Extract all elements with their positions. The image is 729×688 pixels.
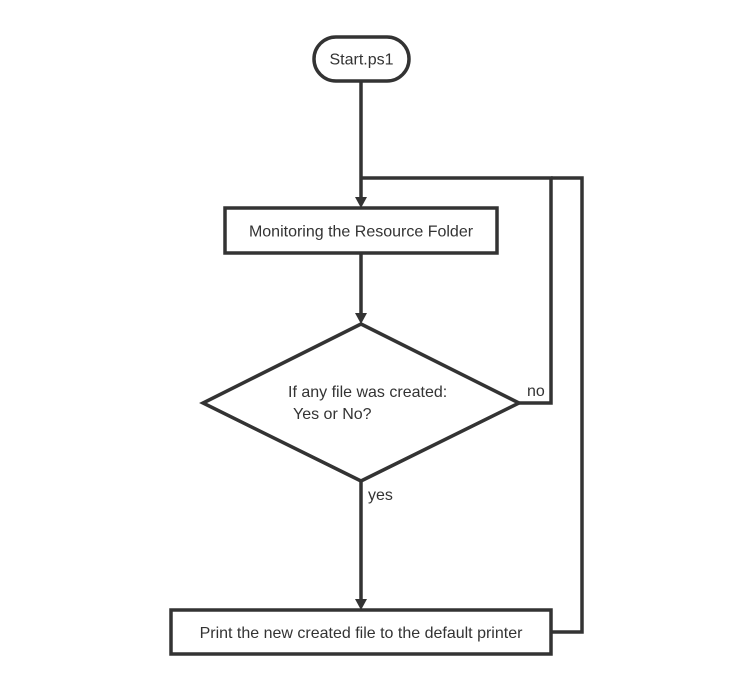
start-node: Start.ps1	[312, 35, 411, 83]
arrowhead	[355, 599, 367, 610]
decision-node: If any file was created: Yes or No?	[199, 322, 523, 483]
print-shape	[169, 608, 553, 656]
edge-start-to-monitor	[355, 82, 367, 208]
decision-line-2: Yes or No?	[293, 406, 372, 423]
monitor-node: Monitoring the Resource Folder	[223, 206, 499, 255]
decision-shape	[199, 322, 523, 483]
monitor-shape	[223, 206, 499, 255]
edge-monitor-to-decision	[355, 254, 367, 324]
no-label: no	[527, 383, 545, 400]
edge-decision-yes-to-print: yes	[355, 481, 393, 610]
print-label: Print the new created file to the defaul…	[200, 625, 524, 642]
edge-print-loop	[551, 176, 584, 634]
monitor-label: Monitoring the Resource Folder	[249, 224, 474, 241]
start-label: Start.ps1	[329, 52, 393, 69]
arrowhead	[355, 197, 367, 208]
edge-decision-no-loop: no	[361, 176, 553, 405]
print-node: Print the new created file to the defaul…	[169, 608, 553, 656]
arrowhead	[355, 313, 367, 324]
decision-line-1: If any file was created:	[288, 384, 447, 401]
yes-label: yes	[368, 487, 393, 504]
start-shape	[312, 35, 411, 83]
